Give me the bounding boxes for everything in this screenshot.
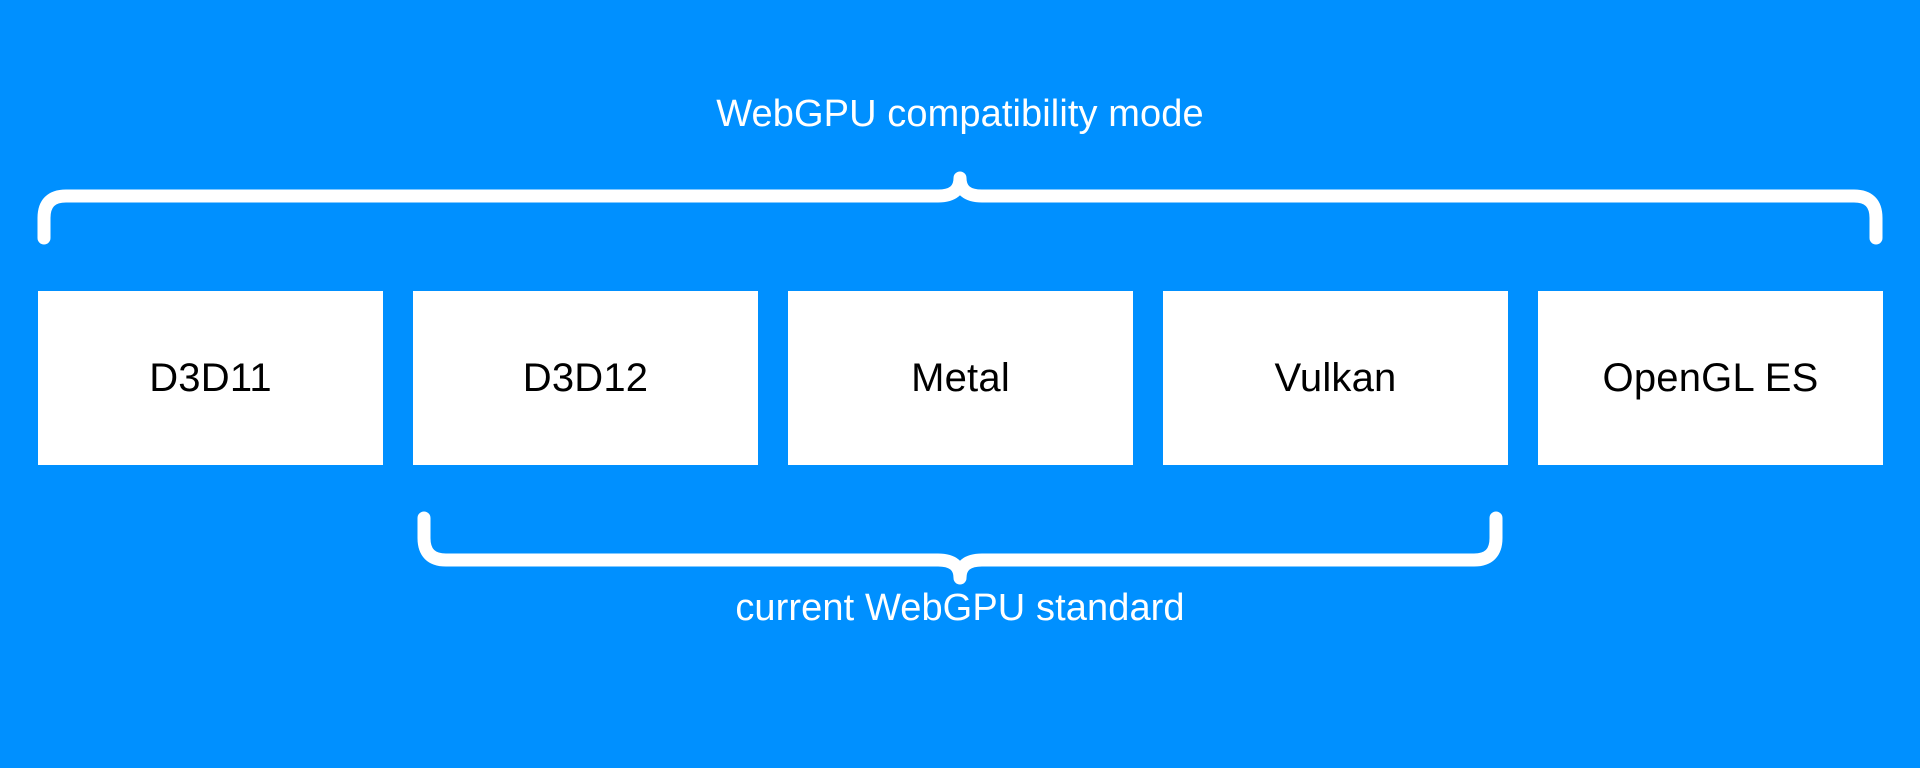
top-group-label: WebGPU compatibility mode — [716, 93, 1204, 135]
backend-box-label: Metal — [911, 356, 1010, 400]
backend-box-label: D3D11 — [149, 356, 272, 400]
backend-box-d3d11[interactable]: D3D11 — [38, 291, 383, 465]
backend-box-d3d12[interactable]: D3D12 — [413, 291, 758, 465]
backend-box-opengl-es[interactable]: OpenGL ES — [1538, 291, 1883, 465]
backend-box-vulkan[interactable]: Vulkan — [1163, 291, 1508, 465]
backend-box-metal[interactable]: Metal — [788, 291, 1133, 465]
backend-box-label: D3D12 — [522, 356, 649, 400]
backend-box-row: D3D11 D3D12 Metal Vulkan OpenGL ES — [38, 291, 1883, 465]
backend-box-label: Vulkan — [1274, 356, 1397, 400]
backend-box-label: OpenGL ES — [1602, 356, 1819, 400]
bottom-group-label: current WebGPU standard — [735, 587, 1185, 629]
